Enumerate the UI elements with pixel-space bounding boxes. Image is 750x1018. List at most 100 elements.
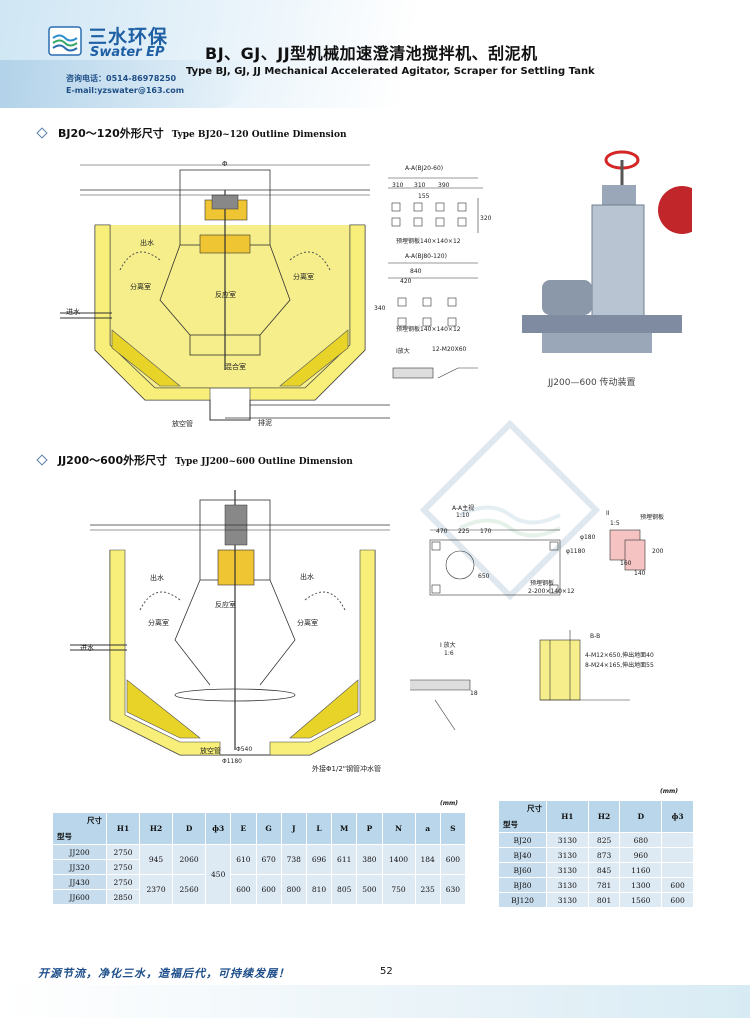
bj-section-aa-2: A-A(BJ80-120) xyxy=(405,253,447,260)
jj-col-d: D xyxy=(172,812,207,845)
bj-model: BJ60 xyxy=(498,862,547,878)
jj-plate-label: 预埋钢板 xyxy=(530,580,555,587)
table-row: JJ430 2750 2370 2560 600 600 800 810 805… xyxy=(52,874,467,905)
drive-unit-photo xyxy=(512,140,692,370)
bj-model: BJ120 xyxy=(498,892,547,908)
jj-enlarge-a: II xyxy=(606,510,610,517)
bj-col-h2: H2 xyxy=(587,800,621,833)
jj-dim-2: 170 xyxy=(480,528,492,535)
jj-s: 630 xyxy=(439,874,467,905)
bj-d: 1560 xyxy=(619,892,663,908)
jj-label-flush-pipe: 外接Φ1/2"钢管冲水管 xyxy=(312,765,381,773)
watermark-diamond xyxy=(420,420,600,600)
jj-col-n: N xyxy=(381,812,416,845)
jj-d: 2060 xyxy=(172,844,207,875)
jj-table-unit: (mm) xyxy=(440,800,458,807)
diamond-bullet-icon xyxy=(36,454,48,466)
jj-label-separation-left: 分离室 xyxy=(148,619,169,627)
jj-e: 610 xyxy=(230,844,257,875)
jj-dim-7: 140 xyxy=(634,570,646,577)
bj-phi3 xyxy=(661,847,694,863)
jj-scale-aa: 1:10 xyxy=(456,512,470,519)
swater-logo-icon xyxy=(48,26,82,56)
bj-h1: 3130 xyxy=(546,847,589,863)
jj-dim-1: 225 xyxy=(458,528,470,535)
section2-title-cn: JJ200～600外形尺寸 xyxy=(58,454,168,467)
jj-col-p: P xyxy=(356,812,383,845)
bj-plate-label-1: 预埋钢板140×140×12 xyxy=(396,238,461,245)
table-row: JJ200 2750 945 2060 450 610 670 738 696 … xyxy=(52,844,467,905)
drive-unit-caption: JJ200—600 传动装置 xyxy=(548,378,636,388)
bj-spec-table: 尺寸 型号 H1 H2 D ф3 BJ20 3130 825 680 BJ40 … xyxy=(498,800,694,908)
bj-dim-b1: 420 xyxy=(400,278,412,285)
jj-dim-4: φ180 xyxy=(580,534,596,541)
jj-phi3: 450 xyxy=(205,844,232,905)
logo-chinese: 三水环保 xyxy=(88,26,169,48)
bj-phi3: 600 xyxy=(661,877,694,893)
jj-label-reaction: 反应室 xyxy=(215,601,236,609)
bj-dim-a4: 320 xyxy=(480,215,492,222)
jj-col-a: a xyxy=(414,812,441,845)
bj-h1: 3130 xyxy=(546,832,589,848)
jj-m: 611 xyxy=(331,844,358,875)
jj-dim-5: φ1180 xyxy=(566,548,586,555)
logo-english: Swater EP xyxy=(90,45,165,60)
bj-d: 1300 xyxy=(619,877,663,893)
corner-top: 尺寸 xyxy=(87,816,102,825)
jj-scale-b: 1:5 xyxy=(610,520,620,527)
section1-title-cn: BJ20～120外形尺寸 xyxy=(58,127,164,140)
jj-h1: 2750 xyxy=(105,859,141,875)
jj-plate-b-label: 预埋钢板 xyxy=(640,514,665,521)
jj-label-outflow-left: 出水 xyxy=(150,574,164,582)
bj-label-empty-pipe: 放空管 xyxy=(172,420,193,428)
jj-h1: 2750 xyxy=(105,844,141,860)
bj-label-mixing: 混合室 xyxy=(225,363,246,371)
bj-section-details xyxy=(388,177,483,379)
bj-label-mud: 排泥 xyxy=(258,419,272,427)
jj-dim-0: 470 xyxy=(436,528,448,535)
jj-h2: 2370 xyxy=(139,874,174,905)
jj-col-l: L xyxy=(305,812,333,845)
bj-label-outflow: 出水 xyxy=(140,239,154,247)
diamond-bullet-icon xyxy=(36,127,48,139)
corner-bottom: 型号 xyxy=(57,832,72,841)
jj-j: 800 xyxy=(280,874,307,905)
jj-p: 500 xyxy=(356,874,383,905)
bj-model: BJ80 xyxy=(498,877,547,893)
jj-a: 235 xyxy=(414,874,441,905)
bj-d: 1160 xyxy=(619,862,663,878)
bj-h2: 781 xyxy=(587,877,621,893)
jj-dim-8: 200 xyxy=(652,548,664,555)
jj-section-aa: A-A主视 xyxy=(452,505,475,512)
jj-l: 696 xyxy=(305,844,333,875)
bj-label-phi: Φ xyxy=(222,160,228,168)
jj-m: 805 xyxy=(331,874,358,905)
bj-phi3: 600 xyxy=(661,892,694,908)
bj-dim-a0: 310 xyxy=(392,182,404,189)
jj-col-h1: H1 xyxy=(105,812,141,845)
table-row: BJ60 3130 845 1160 xyxy=(498,862,694,878)
bj-corner-cell: 尺寸 型号 xyxy=(498,800,547,833)
jj-col-h2: H2 xyxy=(139,812,174,845)
corner-top: 尺寸 xyxy=(527,804,542,813)
page-title: BJ、GJ、JJ型机械加速澄清池搅拌机、刮泥机 xyxy=(205,44,538,63)
bj-dim-b0: 840 xyxy=(410,268,422,275)
bj-col-d: D xyxy=(619,800,663,833)
section1-heading: BJ20～120外形尺寸 Type BJ20~120 Outline Dimen… xyxy=(36,125,347,141)
jj-d: 2560 xyxy=(172,874,207,905)
bj-label-separation-right: 分离室 xyxy=(293,273,314,281)
jj-l: 810 xyxy=(305,874,333,905)
bj-col-h1: H1 xyxy=(546,800,589,833)
jj-bolt2: 8-M24×165,伸出地面55 xyxy=(585,662,654,669)
jj-h2: 945 xyxy=(139,844,174,875)
contact-phone: 咨询电话：0514-86978250 xyxy=(66,74,177,83)
bj-model: BJ20 xyxy=(498,832,547,848)
jj-tank-drawing xyxy=(70,490,390,756)
jj-j: 738 xyxy=(280,844,307,875)
corner-bottom: 型号 xyxy=(503,820,518,829)
footer-band xyxy=(0,985,750,1018)
jj-spec-table: 尺寸 型号 H1 H2 D ф3 E G J L M P N a S JJ200… xyxy=(52,812,467,905)
contact-email: E-mail:yzswater@163.com xyxy=(66,86,185,95)
jj-section-details xyxy=(410,529,646,731)
bj-h2: 873 xyxy=(587,847,621,863)
